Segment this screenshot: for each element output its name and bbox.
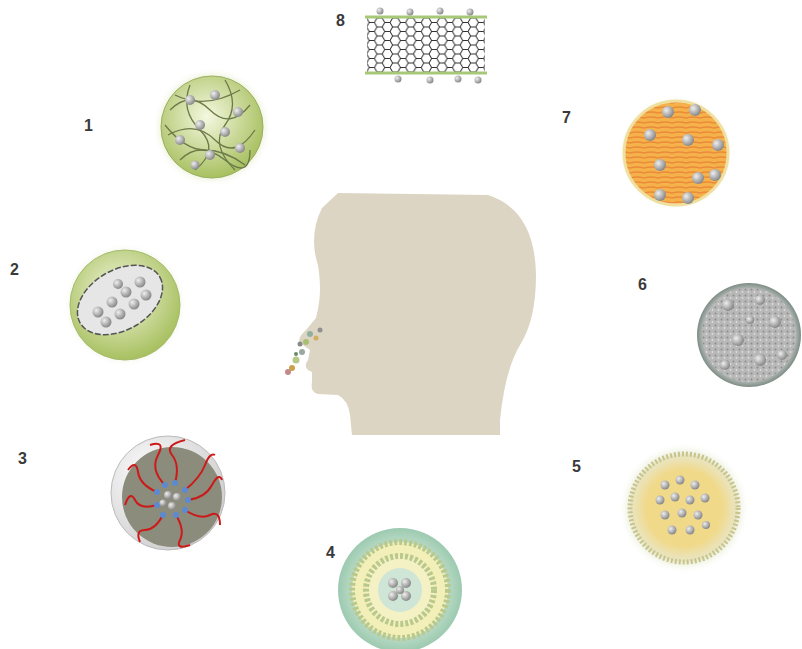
head-silhouette (299, 193, 536, 435)
polymeric-micelle (111, 436, 225, 550)
liposome (338, 528, 462, 649)
lipid-nanoparticle (618, 442, 750, 574)
polymer-nanoparticle (152, 67, 272, 187)
nanocapsule (63, 243, 187, 367)
callout-number: 5 (572, 459, 581, 475)
porous-particle (697, 283, 801, 387)
callout-number: 3 (18, 451, 27, 467)
callout-number: 7 (562, 110, 571, 126)
callout-number: 6 (638, 277, 647, 293)
callout-number: 1 (84, 118, 93, 134)
callout-number: 2 (10, 262, 19, 278)
callout-number: 8 (336, 13, 345, 29)
graphene-sheet (365, 8, 487, 84)
nasal-particles (285, 328, 323, 376)
callout-number: 4 (326, 545, 335, 561)
matrix-particle (618, 95, 734, 211)
